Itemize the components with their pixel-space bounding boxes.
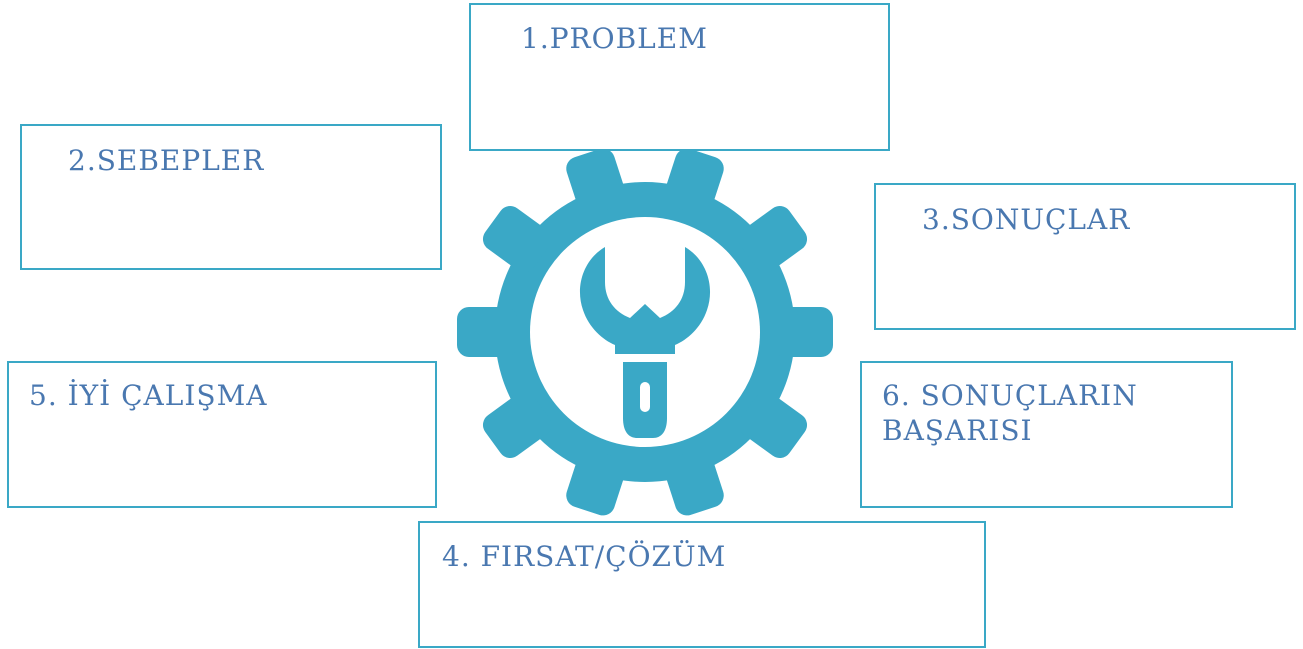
opportunity-solution-label: 4. FIRSAT/ÇÖZÜM [442,540,727,573]
results-label: 3.SONUÇLAR [922,203,1131,236]
causes-box: 2.SEBEPLER [20,124,442,270]
results-box: 3.SONUÇLAR [874,183,1296,330]
results-success-label: 6. SONUÇLARIN BAŞARISI [882,379,1138,447]
good-work-label: 5. İYİ ÇALIŞMA [29,379,268,412]
good-work-box: 5. İYİ ÇALIŞMA [7,361,437,508]
problem-label: 1.PROBLEM [521,22,708,55]
opportunity-solution-box: 4. FIRSAT/ÇÖZÜM [418,521,986,648]
results-success-box: 6. SONUÇLARIN BAŞARISI [860,361,1233,508]
problem-box: 1.PROBLEM [469,3,890,151]
gear-wrench-icon [455,142,835,522]
causes-label: 2.SEBEPLER [68,144,265,177]
